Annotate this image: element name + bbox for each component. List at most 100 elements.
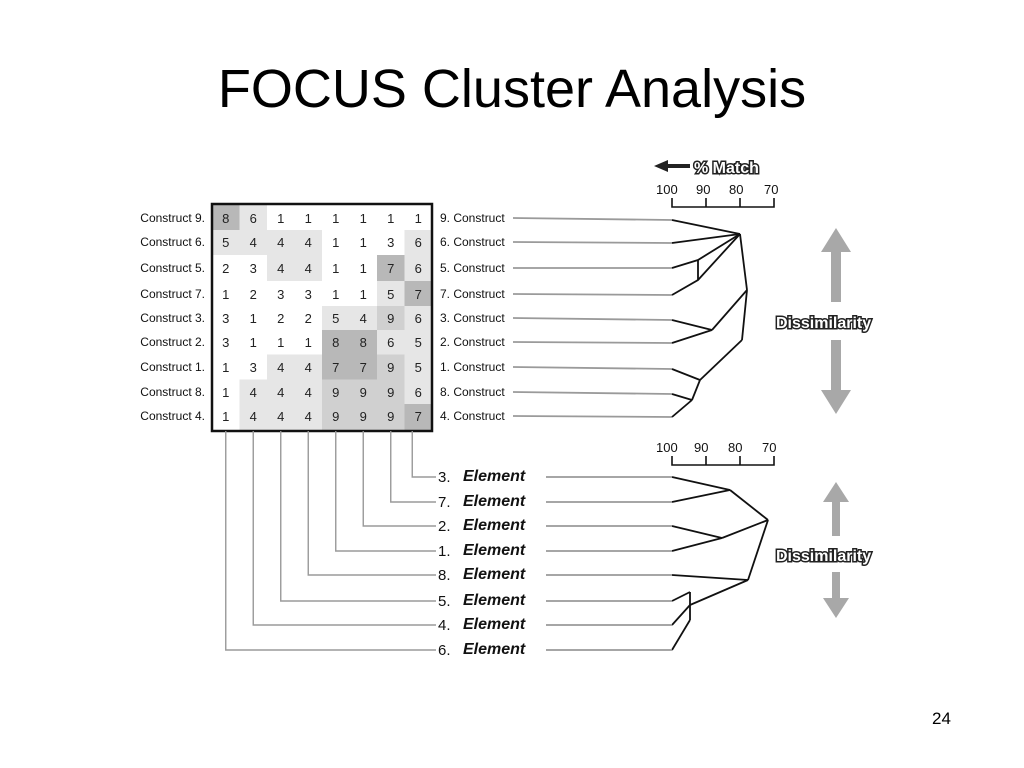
grid-cell-value: 9 (387, 311, 394, 326)
scale-bottom-tick: 100 (656, 440, 678, 455)
construct-label-right: 3. Construct (440, 311, 505, 325)
match-scale-top: % Match 100 90 80 70 (654, 159, 778, 208)
construct-label-left: Construct 3. (140, 311, 205, 325)
grid-cell (267, 330, 295, 355)
scale-bottom-tick: 90 (694, 440, 708, 455)
grid-cell-value: 4 (277, 261, 284, 276)
grid-cell (404, 281, 432, 306)
grid-cell (239, 255, 267, 281)
element-label: Element (463, 493, 526, 510)
grid-cell (267, 281, 295, 306)
grid-cell-value: 4 (305, 261, 312, 276)
grid-cell-value: 1 (250, 311, 257, 326)
scale-top-tick: 90 (696, 182, 710, 197)
grid-cell (212, 404, 240, 431)
grid-cell (212, 281, 240, 306)
grid-cell (239, 354, 267, 380)
construct-connector-line (512, 341, 673, 344)
grid-cell (322, 330, 350, 355)
element-connector-line (362, 431, 436, 527)
grid-cell (377, 306, 405, 330)
dissimilarity-label-top: Dissimilarity (776, 315, 871, 332)
grid-cell (322, 306, 350, 330)
grid-cell-value: 7 (387, 261, 394, 276)
grid-cell-value: 1 (360, 287, 367, 302)
construct-label-right: 8. Construct (440, 385, 505, 399)
construct-label-left: Construct 1. (140, 360, 205, 374)
grid-cell (322, 230, 350, 255)
match-scale-bottom: 100 90 80 70 (656, 440, 776, 466)
element-label: Element (463, 566, 526, 583)
element-connector-line (335, 431, 436, 552)
grid-cell (239, 306, 267, 330)
grid-cell-value: 3 (222, 335, 229, 350)
element-connector-line (307, 431, 436, 576)
grid-cell-value: 3 (305, 287, 312, 302)
grid-cell (404, 404, 432, 431)
grid-cell-value: 2 (222, 261, 229, 276)
grid-cell-value: 8 (332, 335, 339, 350)
grid-cell-value: 4 (305, 360, 312, 375)
grid-cell-value: 4 (277, 360, 284, 375)
grid-cell-value: 1 (332, 261, 339, 276)
element-number: 2. (438, 518, 451, 535)
grid-cell (404, 204, 432, 230)
grid-cell-value: 5 (415, 360, 422, 375)
element-connector-line (225, 431, 436, 651)
grid-cell (294, 330, 322, 355)
grid-cell (349, 379, 377, 404)
grid-cell-value: 3 (222, 311, 229, 326)
grid-cell-value: 9 (387, 385, 394, 400)
construct-connector-line (512, 241, 673, 244)
construct-label-left: Construct 2. (140, 335, 205, 349)
grid-cell (267, 204, 295, 230)
grid-cell (294, 379, 322, 404)
grid-cell (404, 255, 432, 281)
grid-cell-value: 8 (360, 335, 367, 350)
grid-cell-value: 6 (250, 211, 257, 226)
grid-cell-value: 1 (332, 235, 339, 250)
grid-cell (294, 204, 322, 230)
element-label: Element (463, 616, 526, 633)
grid-cell (267, 306, 295, 330)
grid-cell-value: 5 (222, 235, 229, 250)
grid-cell-value: 5 (387, 287, 394, 302)
grid-cell-value: 4 (277, 409, 284, 424)
grid-cell-value: 1 (222, 287, 229, 302)
grid-cell-value: 6 (387, 335, 394, 350)
element-dendrogram (671, 476, 769, 651)
grid-cell-value: 6 (415, 261, 422, 276)
grid-cell (377, 204, 405, 230)
construct-connector-line (512, 415, 673, 418)
element-number: 4. (438, 617, 451, 634)
grid-cell (377, 354, 405, 380)
page-number: 24 (932, 709, 951, 728)
grid-cell (212, 330, 240, 355)
grid-cell (322, 379, 350, 404)
grid-cell (404, 354, 432, 380)
grid-cell (322, 354, 350, 380)
grid-cell (239, 204, 267, 230)
grid-cell-value: 3 (250, 360, 257, 375)
down-arrow-icon (821, 340, 851, 414)
grid-cell-value: 2 (277, 311, 284, 326)
element-label: Element (463, 468, 526, 485)
construct-label-right: 9. Construct (440, 211, 505, 225)
grid-cell-value: 1 (332, 287, 339, 302)
scale-top-axis (671, 198, 775, 208)
grid-cell-value: 9 (387, 409, 394, 424)
grid-cell (239, 281, 267, 306)
grid-cell (294, 281, 322, 306)
grid-cell (349, 330, 377, 355)
construct-label-right: 6. Construct (440, 235, 505, 249)
element-number: 6. (438, 642, 451, 659)
grid-cell-value: 6 (415, 311, 422, 326)
grid-cell-value: 3 (387, 235, 394, 250)
grid-cell (349, 255, 377, 281)
grid-cell (267, 230, 295, 255)
grid-cell-value: 4 (305, 409, 312, 424)
grid-cell-value: 4 (250, 385, 257, 400)
grid-cell (322, 281, 350, 306)
construct-label-right: 5. Construct (440, 261, 505, 275)
